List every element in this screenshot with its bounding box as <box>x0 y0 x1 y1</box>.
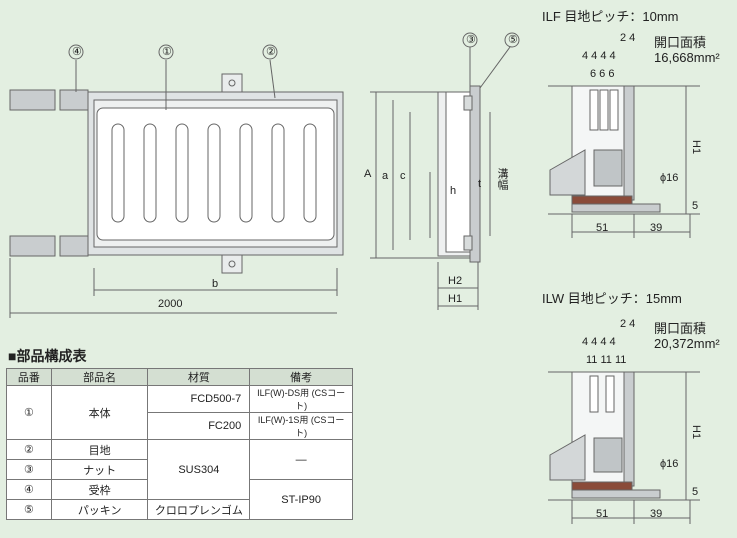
ilf-w39: 39 <box>650 222 663 234</box>
dim-a: a <box>382 170 389 182</box>
callout-3: ③ <box>466 34 476 46</box>
ilw-detail <box>548 371 700 524</box>
table-row: ⑤ パッキン クロロプレンゴム <box>6 499 353 520</box>
cell-note: — <box>249 439 353 480</box>
callout-2: ② <box>266 46 276 58</box>
callout-4: ④ <box>72 46 82 58</box>
header-no: 品番 <box>6 368 52 386</box>
table-row: FC200 ILF(W)-1S用 (CSコート) <box>7 412 353 440</box>
ilf-top-dims: 2 4 <box>620 32 636 44</box>
table-header-row: 品番 部品名 材質 備考 <box>6 368 353 386</box>
ilw-area-label: 開口面積 <box>654 321 707 336</box>
cell-name: ナット <box>50 459 149 480</box>
cell-note: ILF(W)-DS用 (CSコート) <box>249 385 353 413</box>
table-row: ① 本体 FCD500-7 ILF(W)-DS用 (CSコート) <box>6 385 353 440</box>
ilf-detail <box>548 85 700 238</box>
dim-h: h <box>450 185 457 197</box>
ilf-phi: ϕ16 <box>660 172 679 184</box>
table-row: ② 目地 SUS304 — <box>6 439 353 500</box>
cell-name: 受枠 <box>50 479 149 500</box>
ilw-title: ILW 目地ピッチ：15mm <box>542 291 682 306</box>
cell-no: ① <box>6 385 52 440</box>
ilf-small-dims: 4 4 4 4 <box>582 50 616 62</box>
cell-material: FC200 <box>147 412 251 440</box>
section-view <box>370 32 520 310</box>
dim-A: A <box>364 168 372 180</box>
cell-note: ST-IP90 <box>249 479 353 520</box>
ilw-small-dims: 4 4 4 4 <box>582 336 616 348</box>
cell-name: パッキン <box>50 499 149 520</box>
ilf-pitch-dims: 6 6 6 <box>590 68 615 80</box>
ilf-five: 5 <box>692 200 699 212</box>
dim-H2: H2 <box>448 275 463 287</box>
ilw-w39: 39 <box>650 508 663 520</box>
ilf-title: ILF 目地ピッチ：10mm <box>542 9 679 24</box>
cell-no: ② <box>6 439 52 460</box>
cell-note: ILF(W)-1S用 (CSコート) <box>249 412 353 440</box>
ilw-phi: ϕ16 <box>660 458 679 470</box>
ilf-area-label: 開口面積 <box>654 35 707 50</box>
cell-material: SUS304 <box>147 439 251 500</box>
header-note: 備考 <box>249 368 353 386</box>
groove-width-label: 溝幅 <box>496 168 508 190</box>
ilw-pitch-dims: 11 11 11 <box>586 354 627 366</box>
cell-no: ③ <box>6 459 52 480</box>
table-row: ④ 受枠 ST-IP90 <box>6 479 353 520</box>
header-material: 材質 <box>147 368 251 386</box>
ilw-h1: H1 <box>690 425 702 440</box>
cell-name: 本体 <box>50 385 149 440</box>
dim-t: t <box>478 178 482 190</box>
dim-c: c <box>400 170 406 182</box>
ilw-w51: 51 <box>596 508 609 520</box>
callout-5: ⑤ <box>508 34 518 46</box>
cell-material: クロロプレンゴム <box>147 499 251 520</box>
ilf-area-value: 16,668mm² <box>654 50 720 65</box>
parts-table-title: ■部品構成表 <box>8 348 87 364</box>
ilw-five: 5 <box>692 486 699 498</box>
ilw-top-dims: 2 4 <box>620 318 636 330</box>
cell-no: ⑤ <box>6 499 52 520</box>
ilf-h1: H1 <box>690 140 702 155</box>
dim-total: 2000 <box>158 298 183 310</box>
dim-b: b <box>212 278 219 290</box>
ilw-area-value: 20,372mm² <box>654 336 720 351</box>
callout-1: ① <box>162 46 172 58</box>
parts-table: 品番 部品名 材質 備考 ① 本体 FCD500-7 ILF(W)-DS用 (C… <box>6 368 353 520</box>
cell-no: ④ <box>6 479 52 500</box>
cell-name: 目地 <box>50 439 149 460</box>
cell-material: FCD500-7 <box>147 385 251 413</box>
header-name: 部品名 <box>50 368 149 386</box>
ilf-w51: 51 <box>596 222 609 234</box>
dim-H1: H1 <box>448 293 463 305</box>
plan-view <box>9 44 344 318</box>
